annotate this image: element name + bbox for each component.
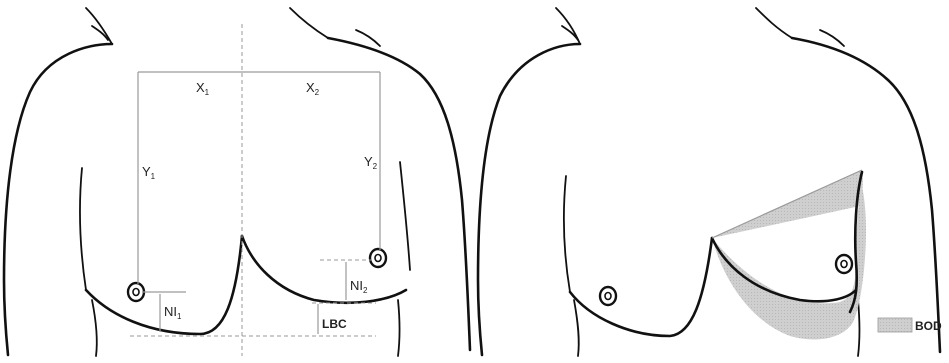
left-panel-torso (4, 8, 470, 356)
left-panel-labels: X1 X2 Y1 Y2 NI1 NI2 LBC (142, 80, 378, 331)
r-left-underarm (564, 176, 570, 292)
neck-fold-right (356, 30, 380, 46)
left-nipple (128, 283, 144, 301)
label-ni1: NI1 (164, 304, 182, 321)
bod-legend-swatch (878, 318, 912, 332)
right-lower-torso (398, 300, 400, 356)
r-right-nipple (836, 255, 852, 273)
r-left-lower-torso (574, 300, 579, 356)
label-ni2: NI2 (350, 278, 368, 295)
left-lower-torso (92, 300, 97, 356)
label-y2: Y2 (364, 154, 378, 171)
left-underarm (80, 168, 86, 290)
r-neck-fold-right (820, 30, 844, 46)
r-right-breast-contour (712, 238, 856, 301)
left-breast-contour (86, 236, 242, 334)
label-x2: X2 (306, 80, 320, 97)
right-underarm (400, 162, 410, 270)
right-nipple (370, 249, 386, 267)
label-x1: X1 (196, 80, 210, 97)
r-left-breast-contour (570, 238, 712, 336)
right-panel-torso (478, 8, 940, 356)
bod-legend-label: BOD (915, 319, 942, 333)
r-right-lower-torso (858, 300, 860, 356)
bod-legend: BOD (878, 318, 942, 333)
label-y1: Y1 (142, 164, 156, 181)
label-lbc: LBC (322, 317, 347, 331)
right-breast-contour (242, 236, 406, 303)
left-shoulder-arm (4, 44, 112, 355)
r-left-nipple (600, 287, 616, 305)
neck-right-line (290, 8, 328, 38)
r-neck-right-line (756, 8, 792, 38)
